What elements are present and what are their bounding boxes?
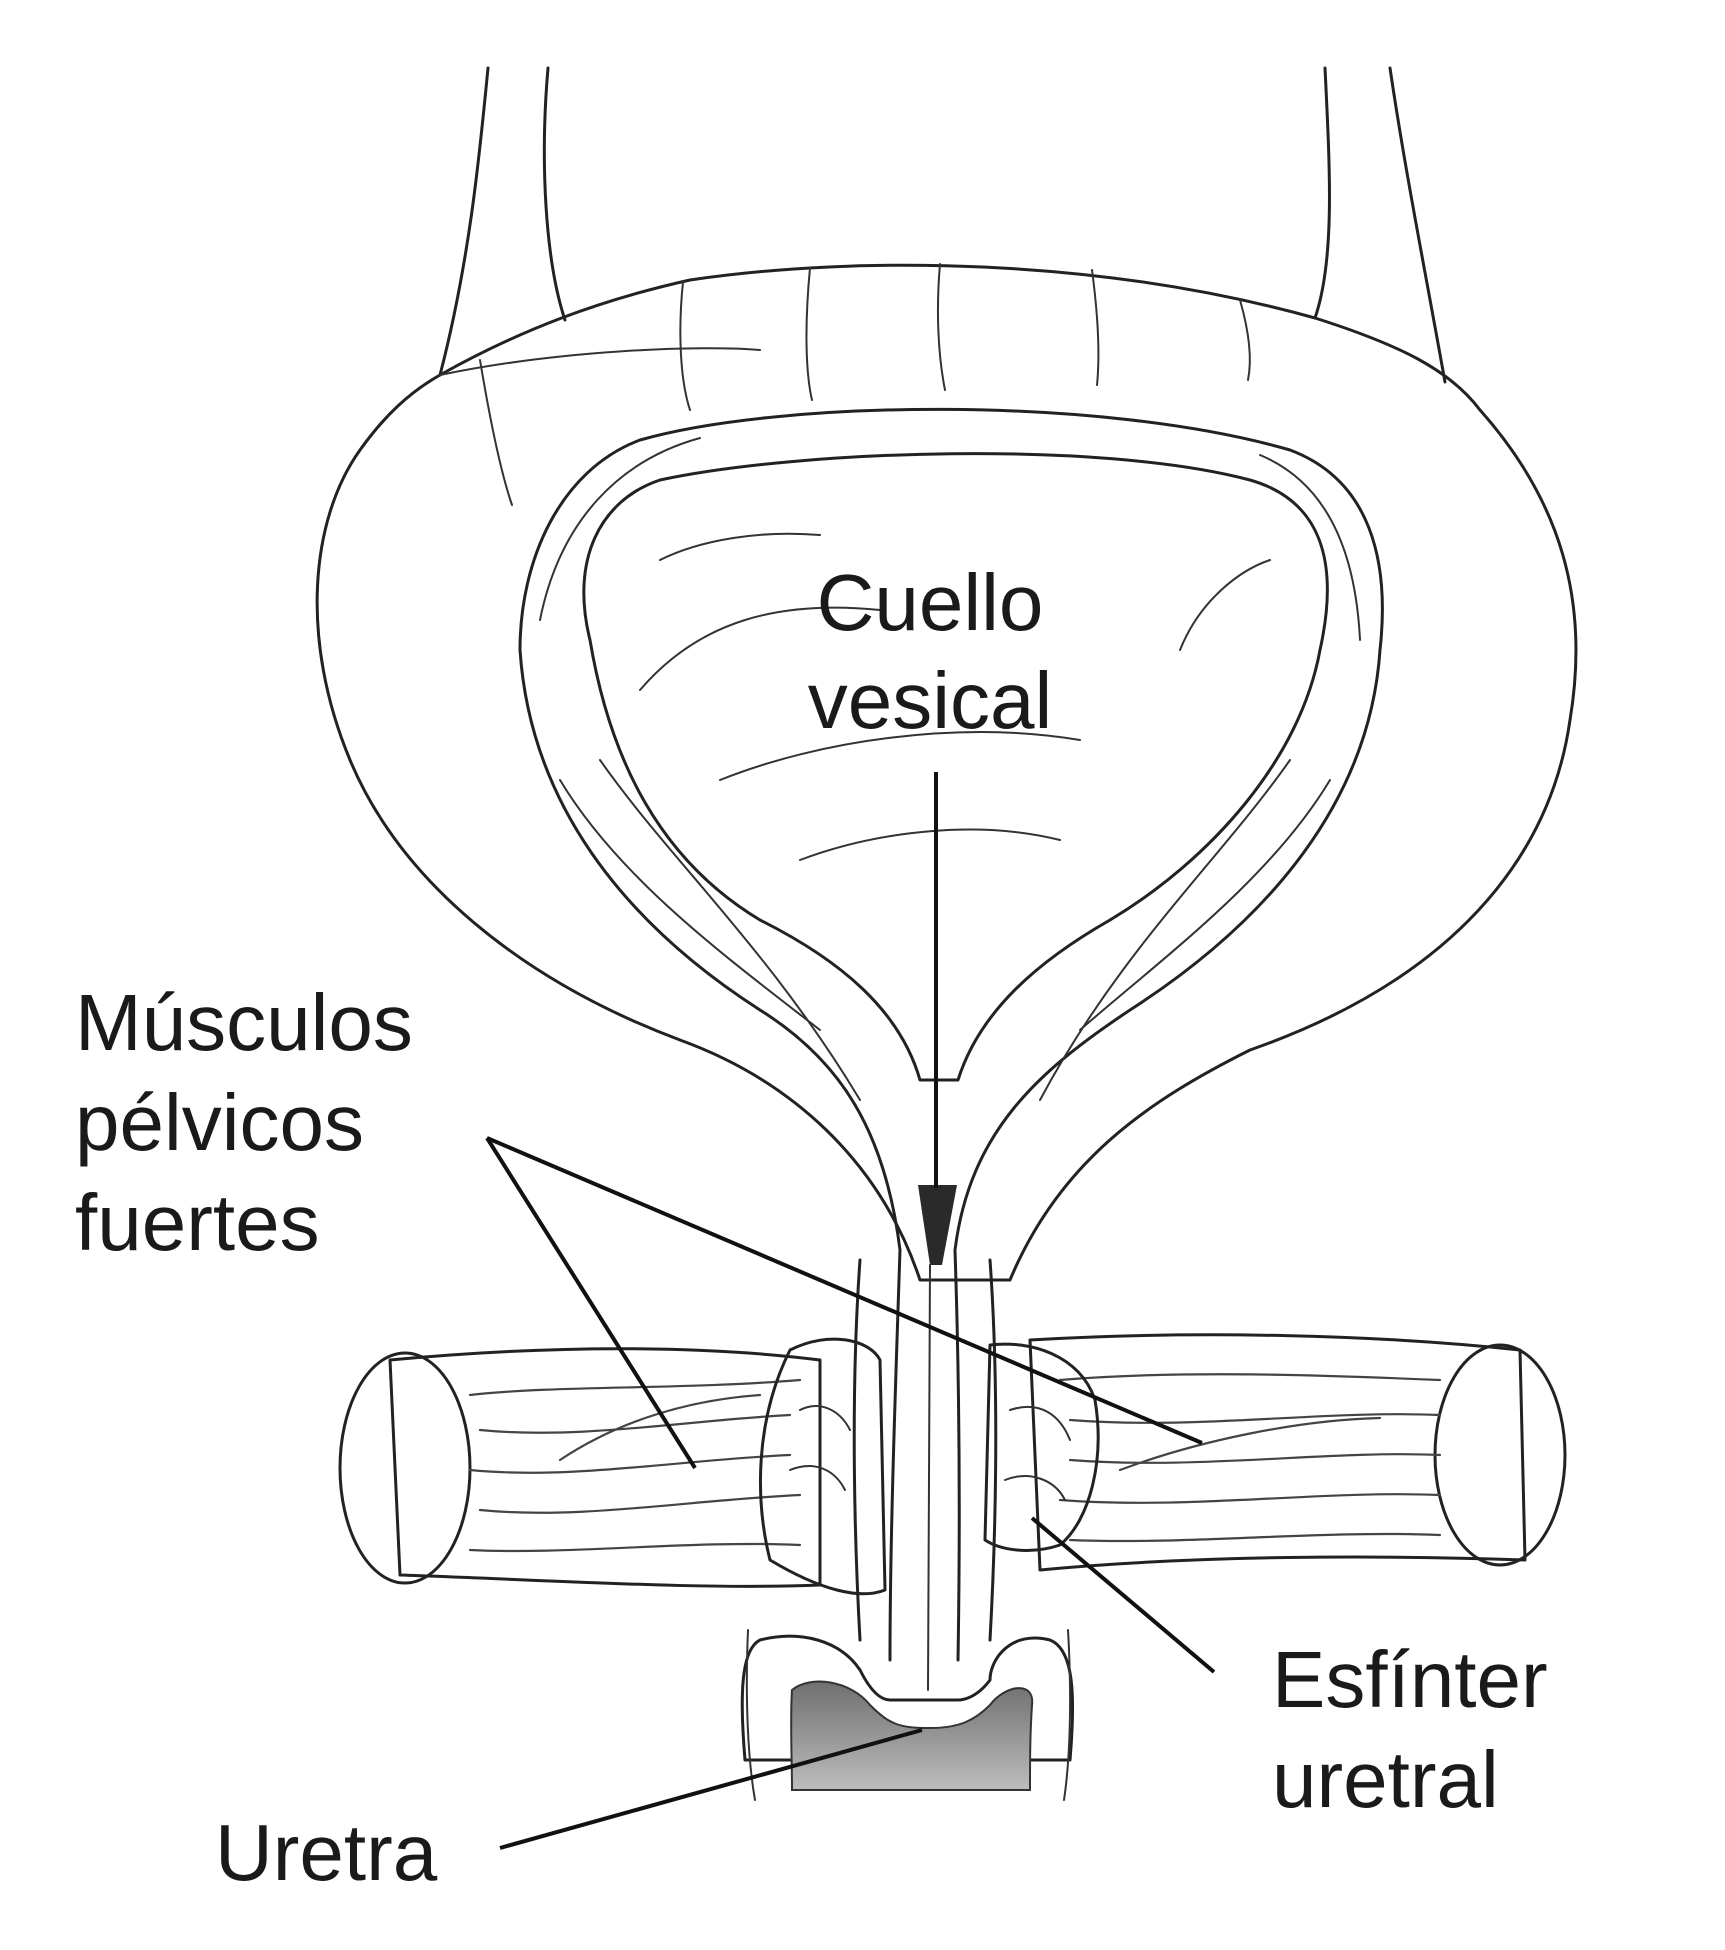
sphincter-leader xyxy=(1030,1516,1216,1674)
sphincter-label-line2: uretral xyxy=(1272,1735,1499,1824)
bladder-neck-label-line1: Cuello xyxy=(817,558,1044,647)
urethral-opening xyxy=(740,1629,1075,1801)
urethra-leader xyxy=(499,1728,923,1850)
pelvic-muscles-label-line3: fuertes xyxy=(75,1178,320,1267)
pelvic-muscles-label-line2: pélvicos xyxy=(75,1078,364,1167)
bladder-neck-label-line2: vesical xyxy=(808,656,1053,745)
bladder-inner-cavity xyxy=(582,452,1329,1082)
urethra-tube xyxy=(852,1248,998,1691)
pelvic-muscles-leader-left xyxy=(485,1136,697,1470)
pelvic-muscles-label-line1: Músculos xyxy=(75,978,413,1067)
right-muscle-end xyxy=(1433,1343,1567,1567)
urethral-sphincter xyxy=(758,1337,1100,1596)
ureters xyxy=(438,66,1447,384)
bladder-neck-wedge xyxy=(918,1185,957,1265)
pelvic-muscle-band xyxy=(338,1333,1567,1588)
left-muscle-end xyxy=(338,1351,472,1585)
urethra-label: Uretra xyxy=(215,1808,438,1897)
bladder-outer-wall xyxy=(315,263,1578,1282)
pelvic-muscles-leader-right xyxy=(486,1136,1203,1445)
sphincter-label-line1: Esfínter xyxy=(1272,1635,1548,1724)
urethral-meatus-shade xyxy=(790,1680,1034,1791)
bladder-middle-layer xyxy=(518,407,1384,1252)
